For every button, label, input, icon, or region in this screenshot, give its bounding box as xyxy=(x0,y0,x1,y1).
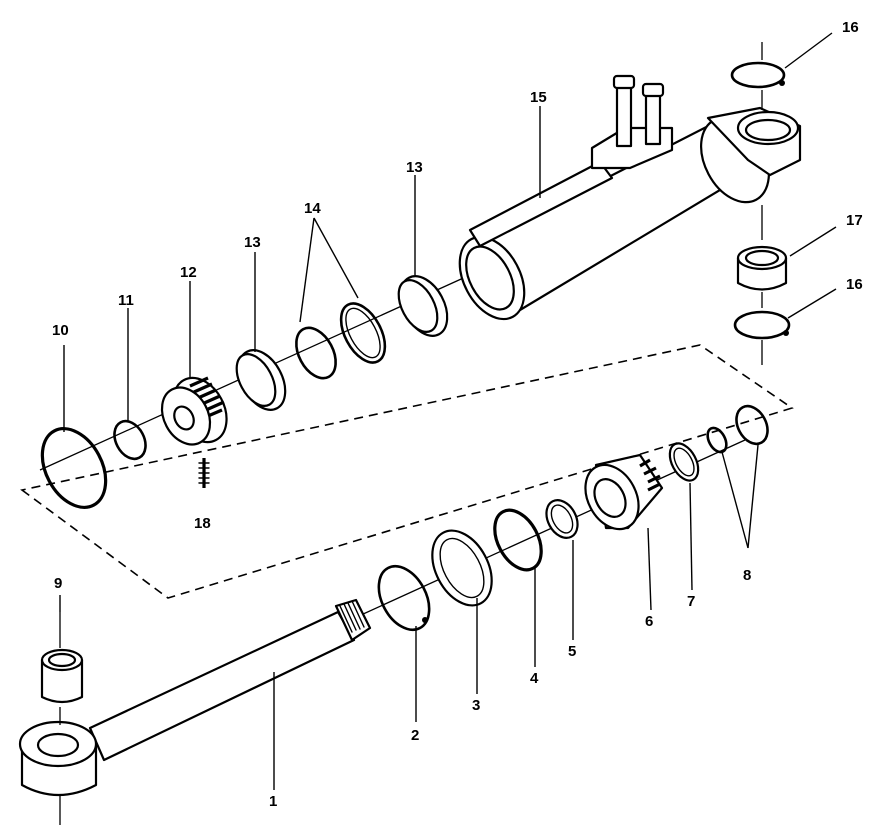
piston-rod xyxy=(18,598,372,825)
callout-10: 10 xyxy=(52,322,69,339)
callout-5: 5 xyxy=(568,643,576,660)
set-screw-18 xyxy=(198,458,210,488)
callout-2: 2 xyxy=(411,727,419,744)
bushing-9 xyxy=(40,612,84,725)
piston-subassembly-boundary xyxy=(20,344,794,599)
callout-7: 7 xyxy=(687,593,695,610)
seal-5 xyxy=(545,499,579,539)
o-ring-4 xyxy=(493,508,543,572)
cylinder-barrel xyxy=(458,74,802,321)
o-ring-11 xyxy=(113,419,147,461)
callout-labels: 1 2 3 4 5 6 7 8 9 10 11 12 13 13 14 15 1… xyxy=(52,19,863,810)
snap-ring-top xyxy=(730,42,786,110)
snap-ring-bottom xyxy=(733,310,791,365)
callout-16-top: 16 xyxy=(842,19,859,36)
callout-8: 8 xyxy=(743,567,751,584)
callout-3: 3 xyxy=(472,697,480,714)
callout-18: 18 xyxy=(194,515,211,532)
seal-ring-14b xyxy=(295,326,337,380)
leader-lines xyxy=(59,32,837,790)
o-ring-10 xyxy=(40,427,108,509)
wiper-7 xyxy=(668,442,700,482)
callout-15: 15 xyxy=(530,89,547,106)
snap-ring-2 xyxy=(377,564,431,632)
gland-6 xyxy=(584,453,664,531)
callout-17: 17 xyxy=(846,212,863,229)
callout-11: 11 xyxy=(118,292,134,309)
wear-ring-13-right xyxy=(397,275,449,337)
seal-8a xyxy=(706,426,728,454)
callout-12: 12 xyxy=(180,264,197,281)
wear-ring-13-left xyxy=(235,349,287,411)
callout-13-right: 13 xyxy=(406,159,423,176)
seal-8b xyxy=(735,404,769,446)
callout-9: 9 xyxy=(54,575,62,592)
bushing-17 xyxy=(736,205,788,308)
callout-6: 6 xyxy=(645,613,653,630)
callout-1: 1 xyxy=(269,793,277,810)
callout-13-left: 13 xyxy=(244,234,261,251)
callout-14: 14 xyxy=(304,200,321,217)
piston-12 xyxy=(160,376,228,446)
seal-ring-14a xyxy=(339,302,387,364)
callout-16-bottom: 16 xyxy=(846,276,863,293)
backup-ring-3 xyxy=(431,529,493,607)
callout-4: 4 xyxy=(530,670,539,687)
